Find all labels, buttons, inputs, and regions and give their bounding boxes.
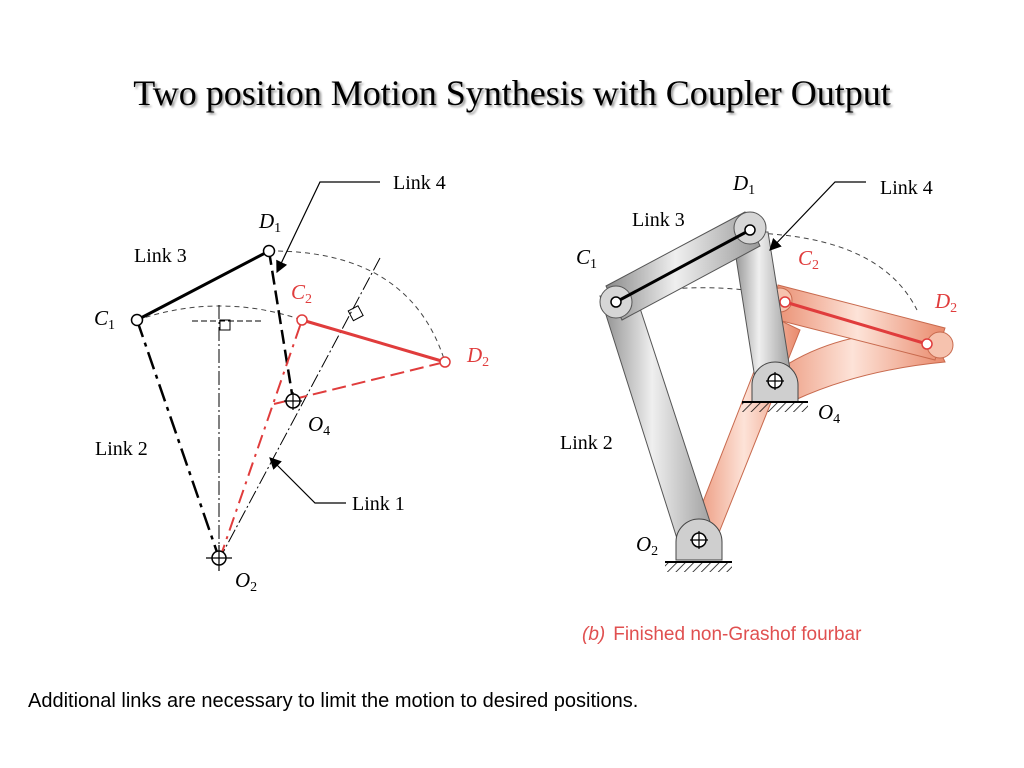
label-link2: Link 2 [95,438,148,460]
link2-gray [599,295,717,549]
label-link2-right: Link 2 [560,432,613,454]
arc-d [268,250,446,363]
label-link1: Link 1 [352,493,405,515]
leader-link4-right [769,181,866,251]
link4-bar [267,250,295,401]
label-link3-right: Link 3 [632,209,685,231]
joint-c2 [296,314,308,326]
label-c2: C2 [291,280,312,307]
label-d1: D1 [258,209,281,236]
link2-bar [135,319,221,559]
link3-bar [136,249,270,322]
pivot-o4 [284,392,302,410]
link4-red-pos2 [273,361,446,405]
coupler-red-pos2 [301,318,446,364]
joint-d2 [439,356,451,368]
coupler-red-pos2-right [784,300,928,346]
pivot-o2 [206,545,232,571]
slide-caption: Additional links are necessary to limit … [28,690,639,712]
label-o4-right: O4 [818,400,840,427]
leader-link1 [269,457,346,504]
label-d2: D2 [466,343,489,370]
label-c2-right: C2 [798,246,819,273]
subcaption: (b)Finished non-Grashof fourbar [582,624,862,645]
label-link3: Link 3 [134,245,187,267]
link2-red-pos2 [219,319,303,559]
slide-title: Two position Motion Synthesis with Coupl… [133,73,891,113]
joint-d1 [262,244,276,258]
joint-c1 [130,313,144,327]
label-o2: O2 [235,568,257,595]
left-diagram: Link 4 Link 3 Link 2 Link 1 C1 D1 C2 D2 … [94,172,489,595]
right-diagram: Link 4 Link 3 Link 2 C1 D1 C2 D2 O4 O2 (… [560,171,957,645]
label-c1: C1 [94,306,115,333]
coupler-black-right [615,228,751,304]
label-d1-right: D1 [732,171,755,198]
right-angle-d [347,305,364,322]
label-c1-right: C1 [576,245,597,272]
label-o4: O4 [308,412,330,439]
leader-link4 [276,181,380,274]
ground-o4 [742,361,808,412]
label-o2-right: O2 [636,532,658,559]
label-link4: Link 4 [393,172,446,194]
label-link4-right: Link 4 [880,177,933,199]
arc-d-right [749,232,918,311]
ground-o2 [665,518,732,572]
right-angle-c [219,319,231,331]
arc-c [136,305,303,321]
label-d2-right: D2 [934,289,957,316]
